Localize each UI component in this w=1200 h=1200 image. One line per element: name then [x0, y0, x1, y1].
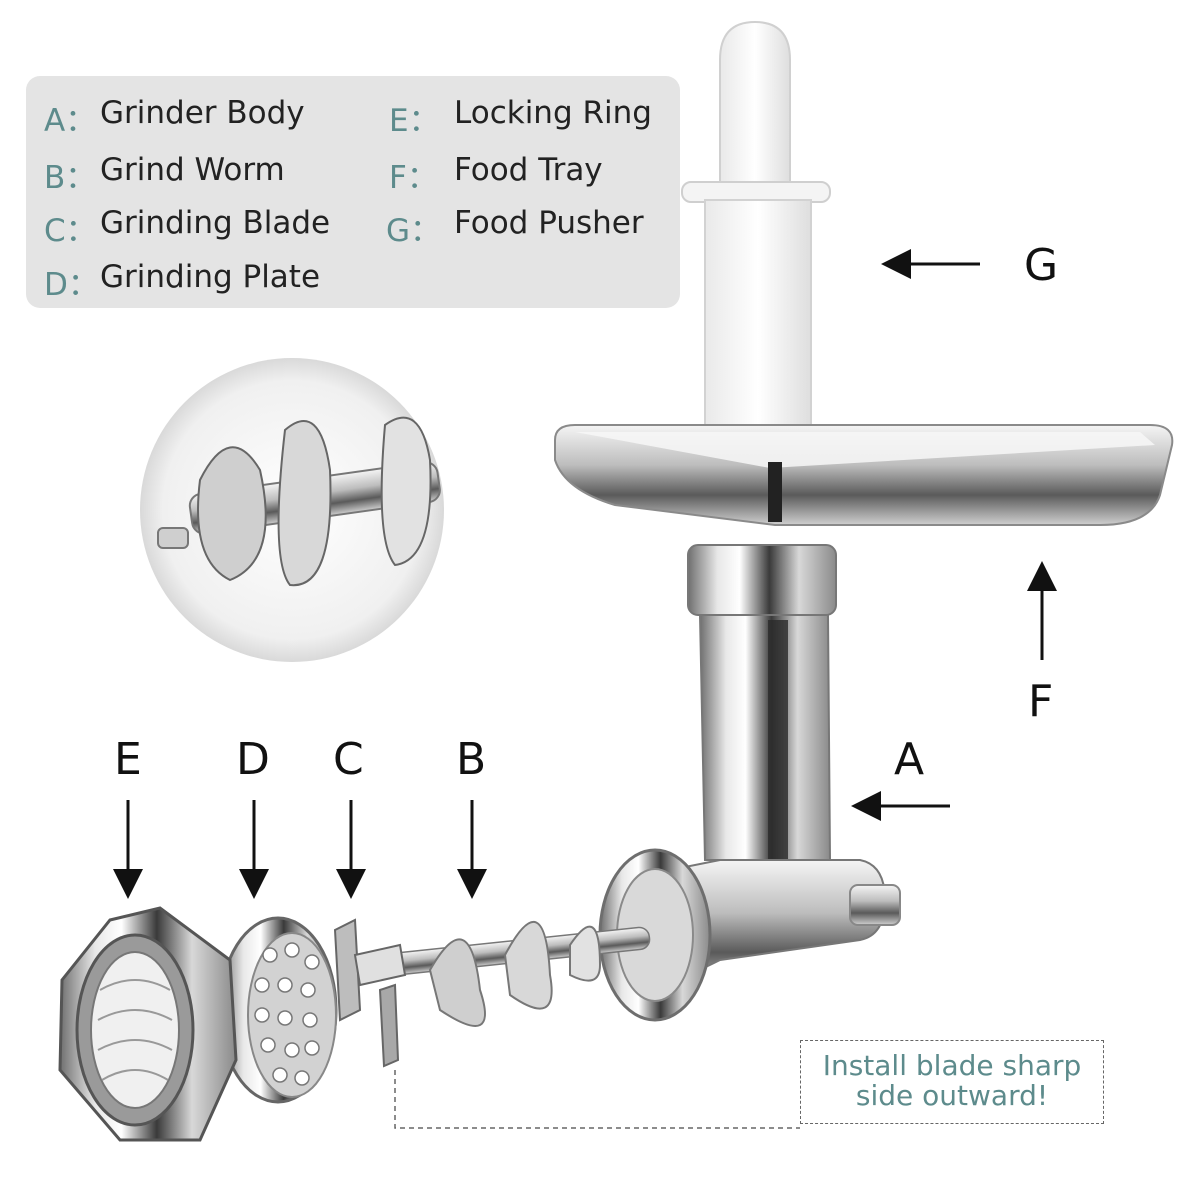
install-note: Install blade sharp side outward! — [800, 1040, 1104, 1124]
callout-b: B — [456, 734, 487, 785]
legend-key: G： — [386, 213, 442, 249]
callout-d: D — [236, 734, 270, 785]
legend-item-f: F： Food Tray — [389, 152, 603, 196]
callout-e: E — [114, 734, 142, 785]
legend-label: Food Tray — [454, 152, 603, 188]
legend-key: A： — [44, 103, 97, 139]
grinding-plate — [218, 916, 338, 1104]
legend-key: F： — [389, 160, 438, 196]
grinding-blade — [333, 918, 407, 1068]
grind-worm — [389, 921, 651, 1027]
callout-g: G — [1024, 240, 1059, 291]
legend-item-a: A：Grinder Body — [44, 95, 305, 139]
food-tray — [554, 424, 1174, 526]
legend-item-g: G： Food Pusher — [386, 205, 644, 249]
locking-ring — [58, 906, 238, 1142]
legend-label: Food Pusher — [454, 205, 644, 241]
install-note-line-2: side outward! — [855, 1079, 1049, 1112]
legend-label: Grinder Body — [100, 95, 305, 131]
grinder-body — [598, 544, 901, 1022]
parts-legend — [26, 76, 680, 308]
callout-c: C — [333, 734, 364, 785]
legend-label: Locking Ring — [454, 95, 652, 131]
legend-key: D： — [44, 267, 99, 303]
worm-detail-inset — [140, 358, 444, 662]
legend-item-e: E： Locking Ring — [389, 95, 652, 139]
legend-label: Grind Worm — [100, 152, 285, 188]
legend-key: C： — [44, 213, 97, 249]
note-connector — [394, 1070, 800, 1129]
legend-item-d: D：Grinding Plate — [44, 259, 320, 303]
legend-label: Grinding Blade — [100, 205, 331, 241]
legend-key: E： — [389, 103, 440, 139]
callout-f: F — [1028, 676, 1054, 727]
callout-a: A — [894, 734, 925, 785]
legend-key: B： — [44, 160, 97, 196]
install-note-line-1: Install blade sharp — [822, 1049, 1082, 1082]
legend-label: Grinding Plate — [100, 259, 321, 295]
legend-item-b: B：Grind Worm — [44, 152, 285, 196]
food-pusher — [681, 20, 831, 476]
legend-item-c: C：Grinding Blade — [44, 205, 330, 249]
